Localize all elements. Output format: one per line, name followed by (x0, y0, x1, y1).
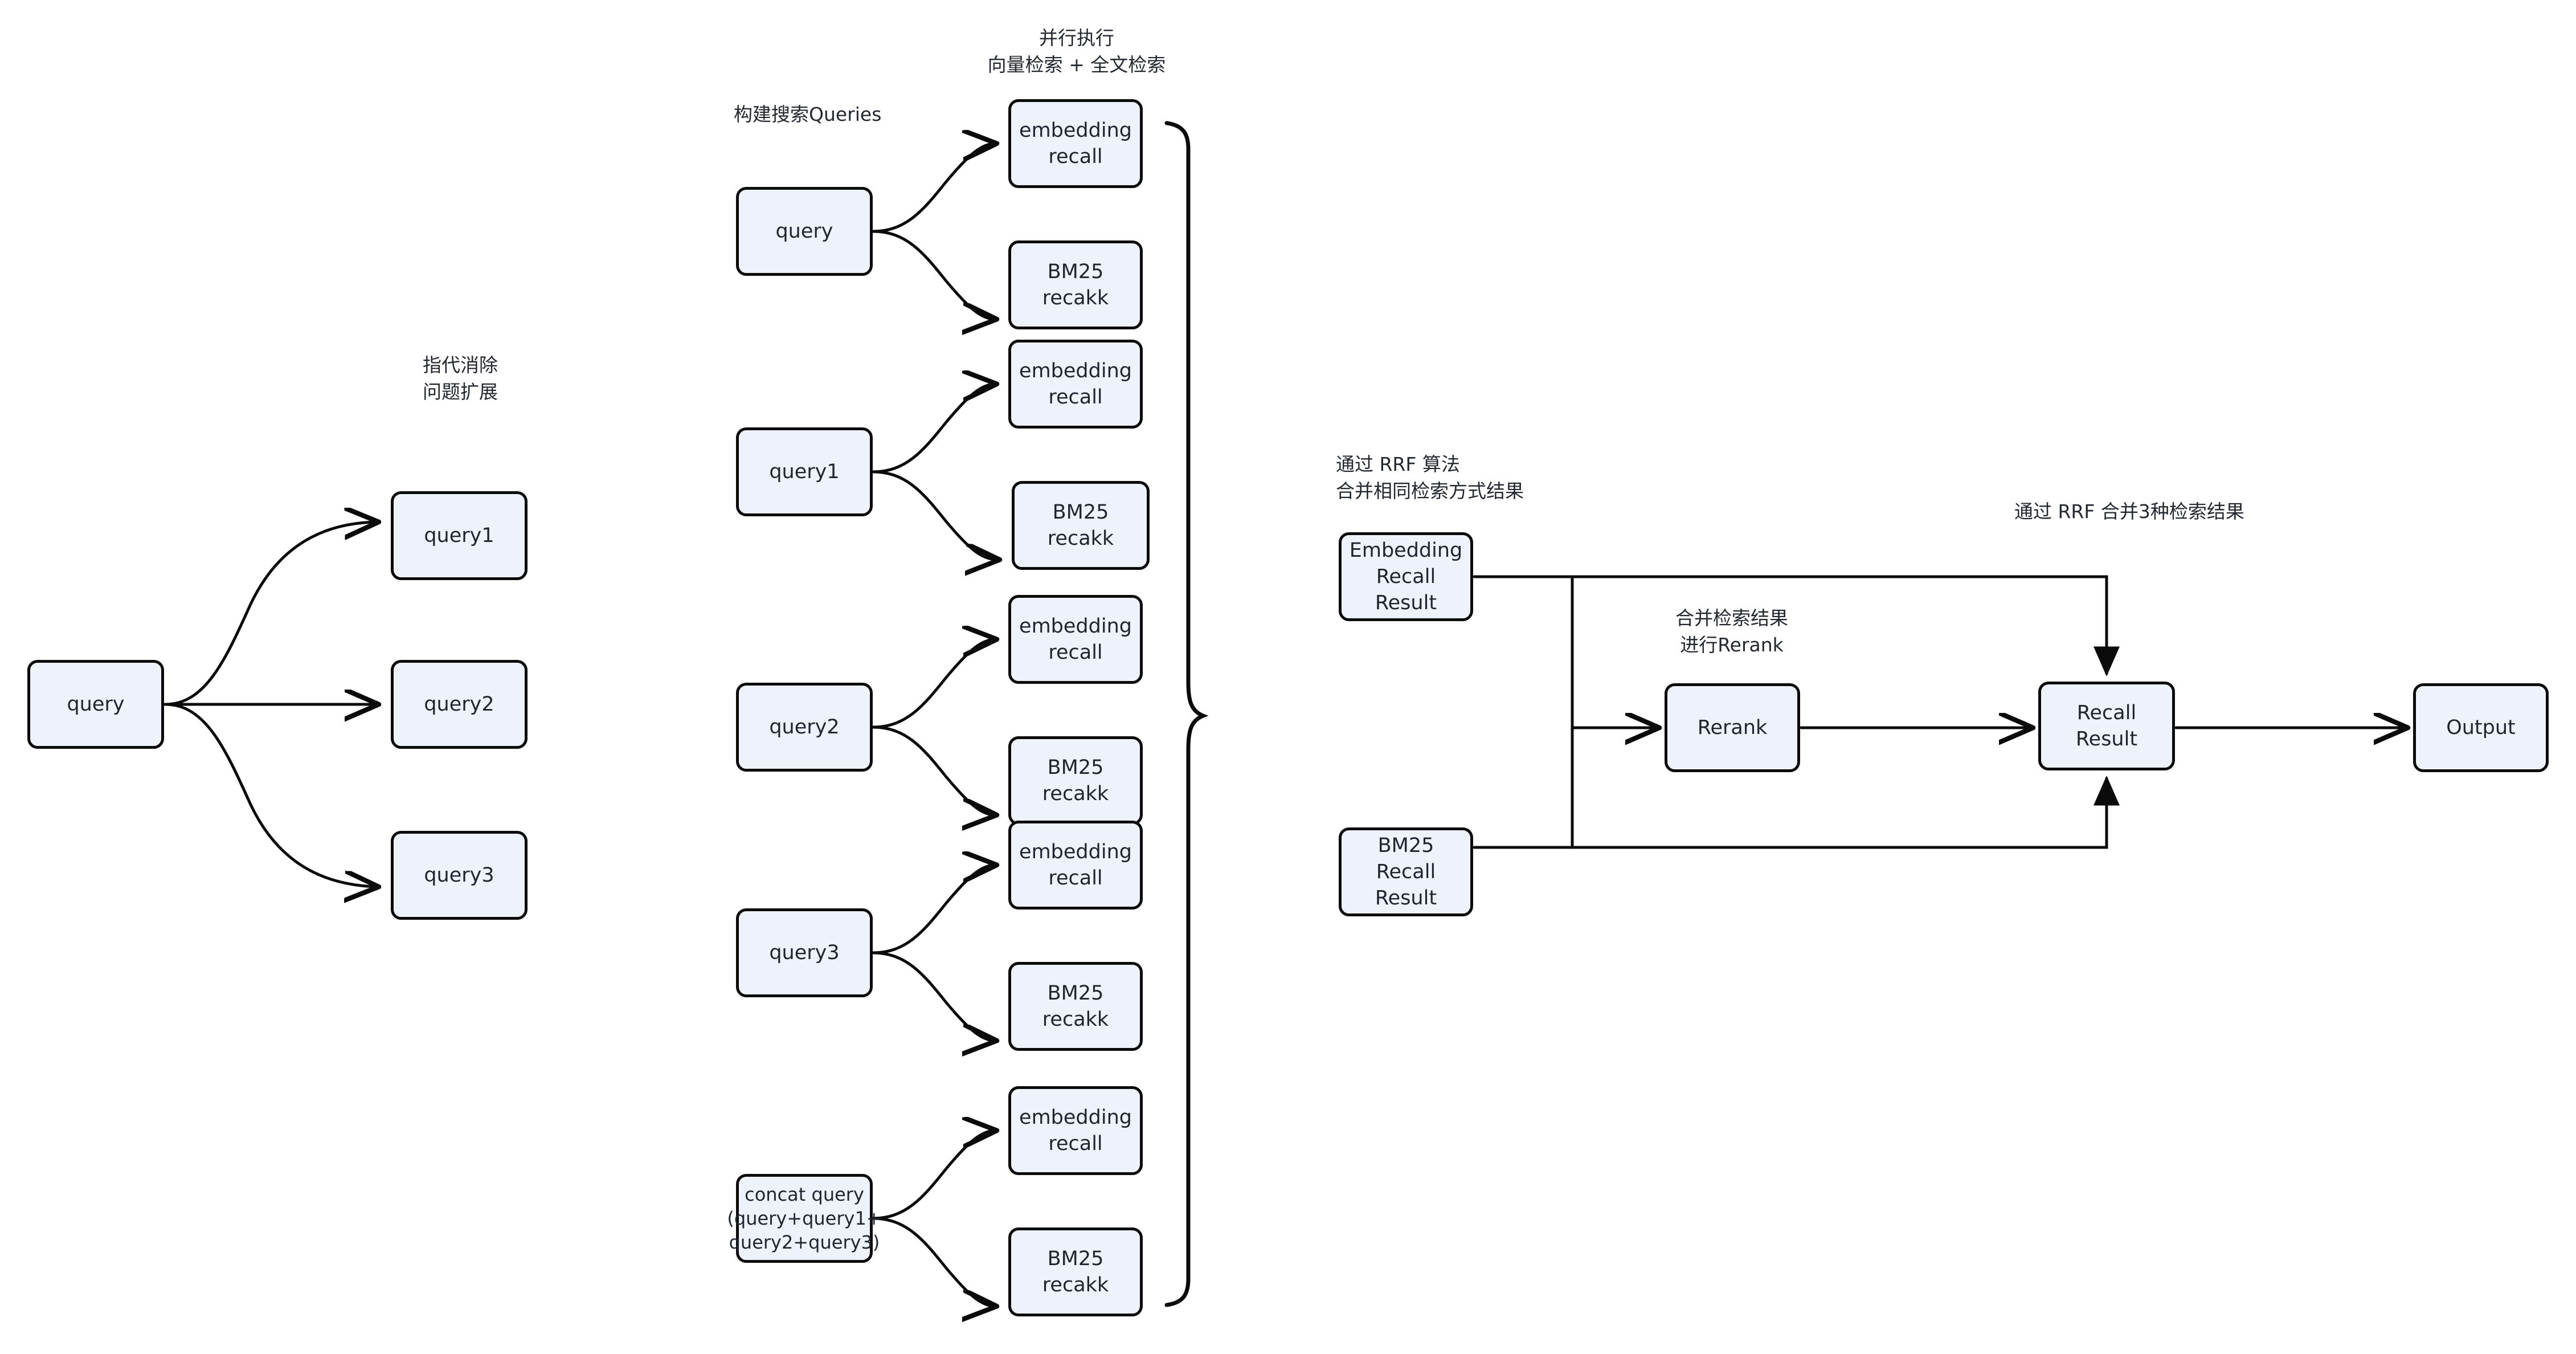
node-stage2-query-1[interactable]: query1 (736, 427, 873, 516)
node-query-source[interactable]: query (27, 660, 164, 749)
node-rerank[interactable]: Rerank (1665, 683, 1800, 772)
node-embedding-recall-1[interactable]: embedding recall (1008, 340, 1143, 429)
node-query2[interactable]: query2 (391, 660, 528, 749)
node-bm25-recall-result[interactable]: BM25 Recall Result (1339, 827, 1473, 916)
node-recall-result[interactable]: Recall Result (2038, 682, 2175, 770)
note-parallel-exec: 并行执行 向量检索 + 全文检索 (987, 27, 1166, 76)
node-output[interactable]: Output (2413, 683, 2549, 772)
note-build-queries: 构建搜索Queries (734, 103, 882, 125)
node-embedding-recall-4[interactable]: embedding recall (1008, 1086, 1143, 1175)
node-bm25-recall-2[interactable]: BM25 recakk (1008, 736, 1143, 825)
note-query-expansion: 指代消除 问题扩展 (423, 354, 498, 403)
node-stage2-query-0[interactable]: query (736, 187, 873, 276)
node-embedding-recall-3[interactable]: embedding recall (1008, 821, 1143, 910)
node-bm25-recall-1[interactable]: BM25 recakk (1012, 481, 1150, 570)
note-merge-rerank: 合并检索结果 进行Rerank (1675, 607, 1788, 656)
node-bm25-recall-0[interactable]: BM25 recakk (1008, 240, 1143, 329)
node-embedding-recall-2[interactable]: embedding recall (1008, 595, 1143, 684)
node-stage2-query-3[interactable]: query3 (736, 908, 873, 997)
node-bm25-recall-3[interactable]: BM25 recakk (1008, 962, 1143, 1051)
node-stage2-query-4[interactable]: concat query (query+query1+ query2+query… (727, 1174, 882, 1263)
note-rrf-three-results: 通过 RRF 合并3种检索结果 (2014, 500, 2244, 523)
node-embedding-recall-result[interactable]: Embedding Recall Result (1339, 532, 1473, 621)
note-rrf-same-method: 通过 RRF 算法 合并相同检索方式结果 (1336, 453, 1524, 502)
node-embedding-recall-0[interactable]: embedding recall (1008, 99, 1143, 188)
node-bm25-recall-4[interactable]: BM25 recakk (1008, 1227, 1143, 1316)
node-query1[interactable]: query1 (391, 491, 528, 580)
node-stage2-query-2[interactable]: query2 (736, 683, 873, 772)
node-query3[interactable]: query3 (391, 831, 528, 920)
